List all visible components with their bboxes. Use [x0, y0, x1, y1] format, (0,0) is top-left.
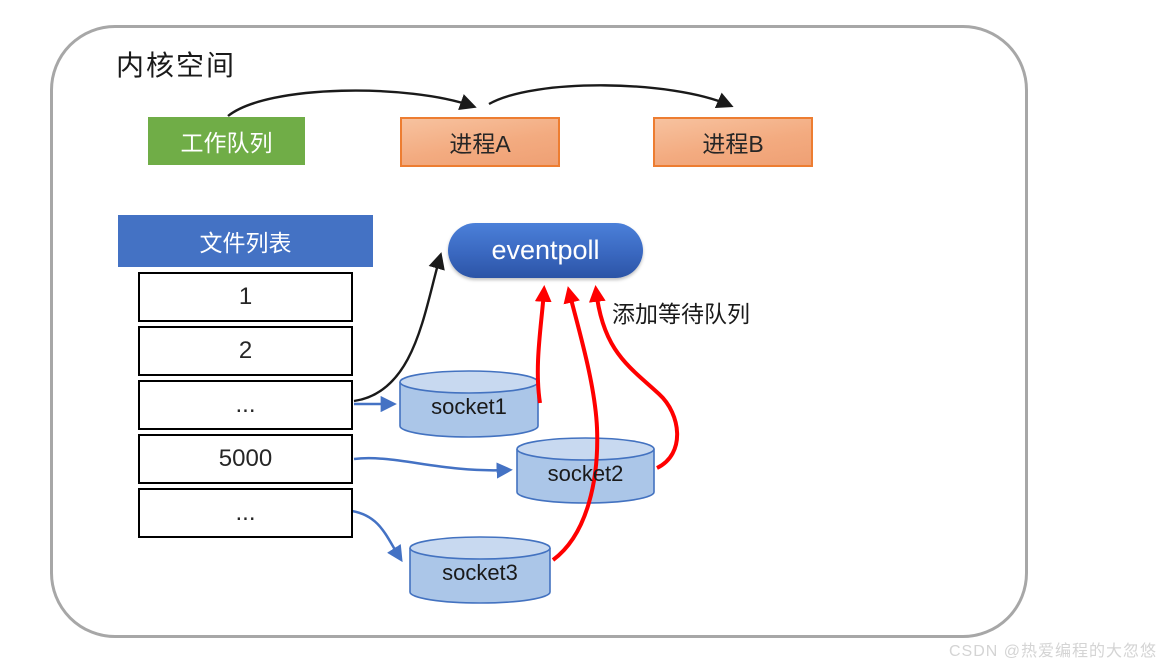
- arrow-socket2-to-eventpoll: [588, 284, 680, 470]
- arrow-process-a-to-process-b: [488, 84, 734, 108]
- socket3-label: socket3: [442, 560, 518, 585]
- kernel-space-frame: [50, 25, 1028, 638]
- arrow-workqueue-to-process-a: [227, 89, 477, 117]
- socket3-cylinder: [409, 536, 551, 604]
- kernel-space-title: 内核空间: [116, 50, 237, 81]
- socket1-label: socket1: [431, 394, 507, 419]
- add-wait-queue-label: 添加等待队列: [612, 301, 750, 327]
- arrow-filerow-to-eventpoll: [353, 252, 445, 403]
- arrow-socket3-to-eventpoll: [551, 286, 600, 562]
- file-list-row: ...: [138, 488, 353, 538]
- csdn-watermark: CSDN @热爱编程的大忽悠: [948, 643, 1157, 660]
- socket1-cylinder: [399, 370, 539, 438]
- file-list-row: 2: [138, 326, 353, 376]
- arrow-socket1-to-eventpoll: [534, 284, 552, 404]
- arrow-filerow-to-socket2: [353, 456, 513, 479]
- work-queue-box: 工作队列: [148, 117, 305, 165]
- file-list-row: 5000: [138, 434, 353, 484]
- socket2-label: socket2: [547, 461, 624, 486]
- process-b-box: 进程B: [653, 117, 813, 167]
- file-list-row: ...: [138, 380, 353, 430]
- eventpoll-node: eventpoll: [448, 223, 643, 278]
- file-list-row: 1: [138, 272, 353, 322]
- socket2-cylinder: [516, 437, 655, 504]
- arrow-filerow-to-socket3: [351, 509, 403, 563]
- process-a-box: 进程A: [400, 117, 560, 167]
- file-list-header: 文件列表: [118, 215, 373, 267]
